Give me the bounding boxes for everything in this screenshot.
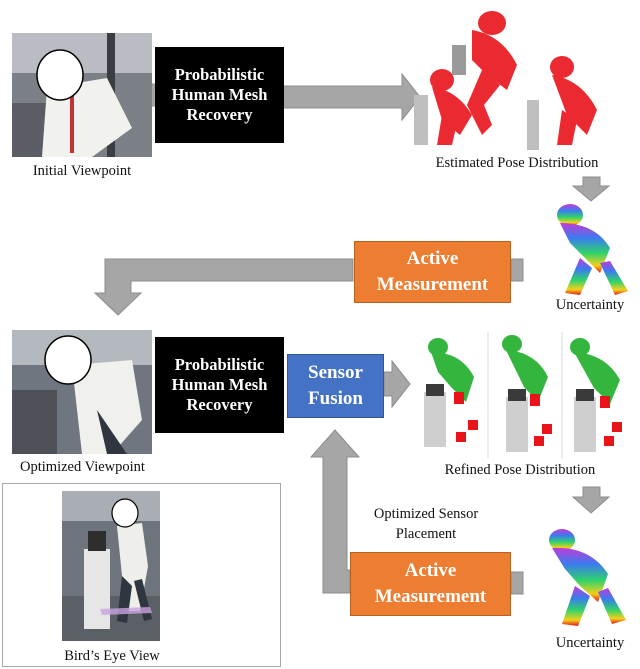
optimized-placement-caption: Optimized Sensor Placement	[350, 505, 502, 544]
birds-eye-frame	[2, 483, 281, 667]
optimized-placement-label: Optimized Sensor Placement	[373, 506, 479, 542]
refined-distribution-render	[416, 332, 636, 458]
initial-viewpoint-caption: Initial Viewpoint	[32, 163, 132, 179]
uncertainty-caption-top: Uncertainty	[555, 297, 625, 313]
arrow-mesh-to-estimated	[282, 72, 421, 122]
mesh-recovery-label-bottom: Probabilistic Human Mesh Recovery	[171, 355, 268, 414]
estimated-distribution-image	[414, 11, 597, 150]
mesh-recovery-box-top: Probabilistic Human Mesh Recovery	[155, 47, 284, 143]
active-measurement-label-top: Active Measurement	[376, 248, 489, 295]
refined-distribution-caption: Refined Pose Distribution	[444, 462, 596, 478]
arrow-uncertainty-to-active-top	[510, 258, 524, 282]
sensor-fusion-label: Sensor Fusion	[308, 362, 363, 409]
refined-distribution-image	[424, 332, 622, 458]
active-measurement-box-bottom: Active Measurement	[350, 552, 511, 616]
arrow-refined-to-uncertainty	[571, 486, 611, 514]
uncertainty-caption-bottom: Uncertainty	[555, 635, 625, 651]
arrow-estimated-to-uncertainty	[571, 176, 611, 202]
arrow-active-to-fusion	[309, 429, 361, 594]
optimized-viewpoint-caption: Optimized Viewpoint	[20, 459, 145, 475]
estimated-distribution-render	[412, 5, 612, 155]
sensor-fusion-box: Sensor Fusion	[287, 354, 384, 418]
uncertainty-heatmap-bottom	[549, 529, 626, 626]
estimated-distribution-caption: Estimated Pose Distribution	[435, 155, 599, 171]
initial-viewpoint-image	[12, 33, 152, 157]
mesh-recovery-label-top: Probabilistic Human Mesh Recovery	[171, 65, 268, 124]
birds-eye-caption: Bird’s Eye View	[64, 648, 160, 664]
uncertainty-heatmap-top	[557, 204, 628, 295]
arrow-uncertainty-to-active-bottom	[510, 571, 524, 595]
arrow-fusion-to-refined	[383, 359, 411, 409]
optimized-viewpoint-image	[12, 330, 152, 454]
optimized-viewpoint-photo	[12, 330, 152, 454]
mesh-recovery-box-bottom: Probabilistic Human Mesh Recovery	[155, 337, 284, 433]
active-measurement-box-top: Active Measurement	[354, 241, 511, 303]
uncertainty-render-bottom	[540, 524, 632, 630]
active-measurement-label-bottom: Active Measurement	[374, 560, 487, 607]
birds-eye-image	[62, 491, 160, 641]
birds-eye-photo	[62, 491, 160, 641]
arrow-active-to-optimized-view	[93, 258, 354, 316]
initial-viewpoint-photo	[12, 33, 152, 157]
uncertainty-render-top	[540, 203, 632, 298]
